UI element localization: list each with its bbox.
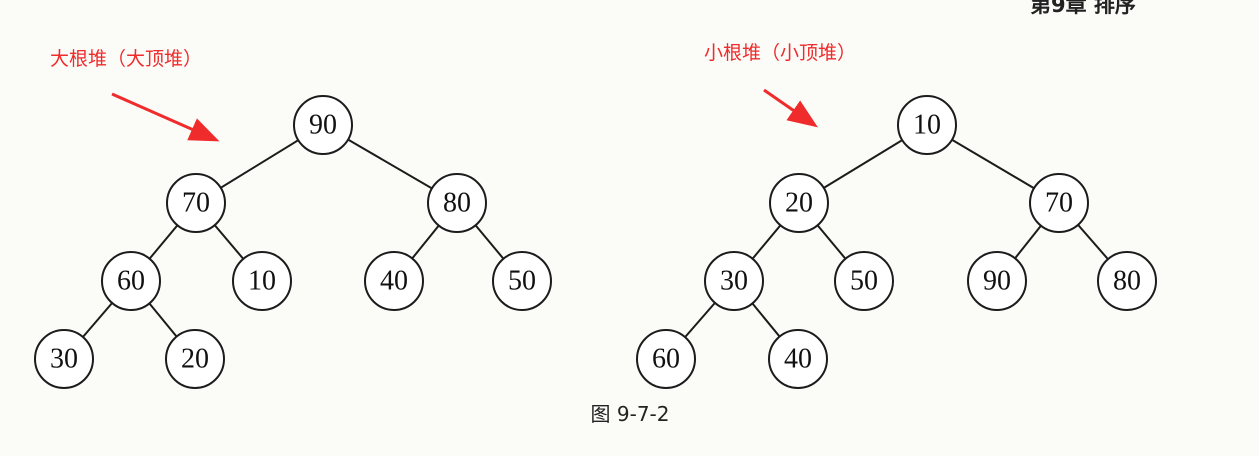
max-heap-node: 70 [166,173,226,233]
node-value: 40 [784,344,812,375]
node-value: 20 [181,344,209,375]
node-value: 60 [652,344,680,375]
min-heap-tree: 10 20 70 30 50 90 [636,95,1157,389]
node-value: 20 [785,188,813,219]
max-heap-arrow [111,92,220,142]
node-value: 90 [309,110,337,141]
figure-caption: 图 9-7-2 [591,402,670,426]
node-value: 60 [117,266,145,297]
min-heap-node: 50 [834,251,894,311]
max-heap-node: 10 [232,251,292,311]
node-value: 80 [1113,266,1141,297]
min-heap-node: 90 [967,251,1027,311]
max-heap-node: 80 [427,173,487,233]
node-value: 90 [983,266,1011,297]
node-value: 30 [720,266,748,297]
max-heap-node: 30 [34,329,94,389]
min-heap-node: 40 [768,329,828,389]
max-heap-node: 40 [364,251,424,311]
max-heap-node: 20 [165,329,225,389]
min-heap-node: 20 [769,173,829,233]
min-heap-node: 70 [1029,173,1089,233]
min-heap-label: 小根堆（小顶堆） [704,42,856,64]
min-heap-arrow [763,88,818,128]
min-heap-node: 80 [1097,251,1157,311]
node-value: 70 [182,188,210,219]
max-heap-tree: 90 70 80 60 10 40 [34,95,552,389]
node-value: 10 [913,110,941,141]
node-value: 70 [1045,188,1073,219]
max-heap-node: 60 [101,251,161,311]
node-value: 50 [508,266,536,297]
node-value: 80 [443,188,471,219]
max-heap-label: 大根堆（大顶堆） [50,48,202,70]
node-value: 50 [850,266,878,297]
node-value: 40 [380,266,408,297]
min-heap-node: 10 [897,95,957,155]
min-heap-node: 60 [636,329,696,389]
node-value: 30 [50,344,78,375]
min-heap-node: 30 [704,251,764,311]
chapter-header: 第9章 排序 [1030,0,1136,17]
max-heap-node: 90 [293,95,353,155]
node-value: 10 [248,266,276,297]
max-heap-node: 50 [492,251,552,311]
